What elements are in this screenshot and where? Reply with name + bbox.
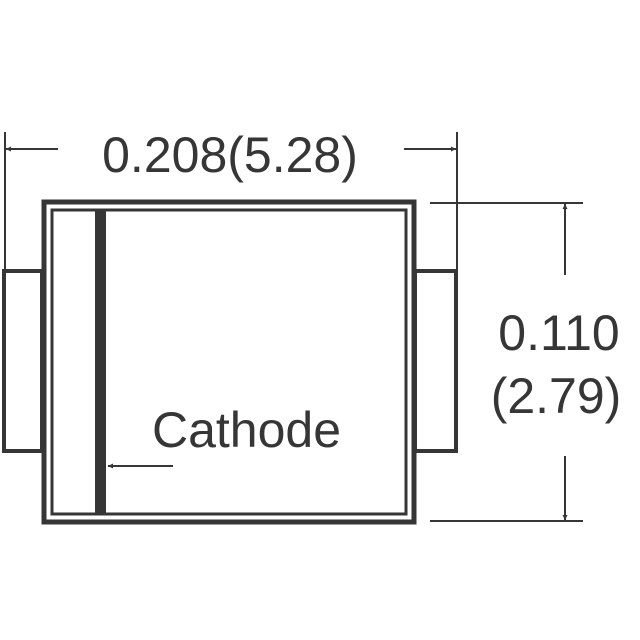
height-dimension-mm-label: (2.79)	[491, 368, 622, 424]
width-dimension-label: 0.208(5.28)	[102, 127, 358, 183]
height-dimension-inch-label: 0.110	[498, 305, 619, 361]
package-body-inner	[50, 208, 408, 516]
cathode-label: Cathode	[152, 402, 341, 458]
left-terminal	[2, 269, 44, 453]
cathode-band	[95, 211, 106, 515]
right-terminal	[413, 269, 458, 453]
